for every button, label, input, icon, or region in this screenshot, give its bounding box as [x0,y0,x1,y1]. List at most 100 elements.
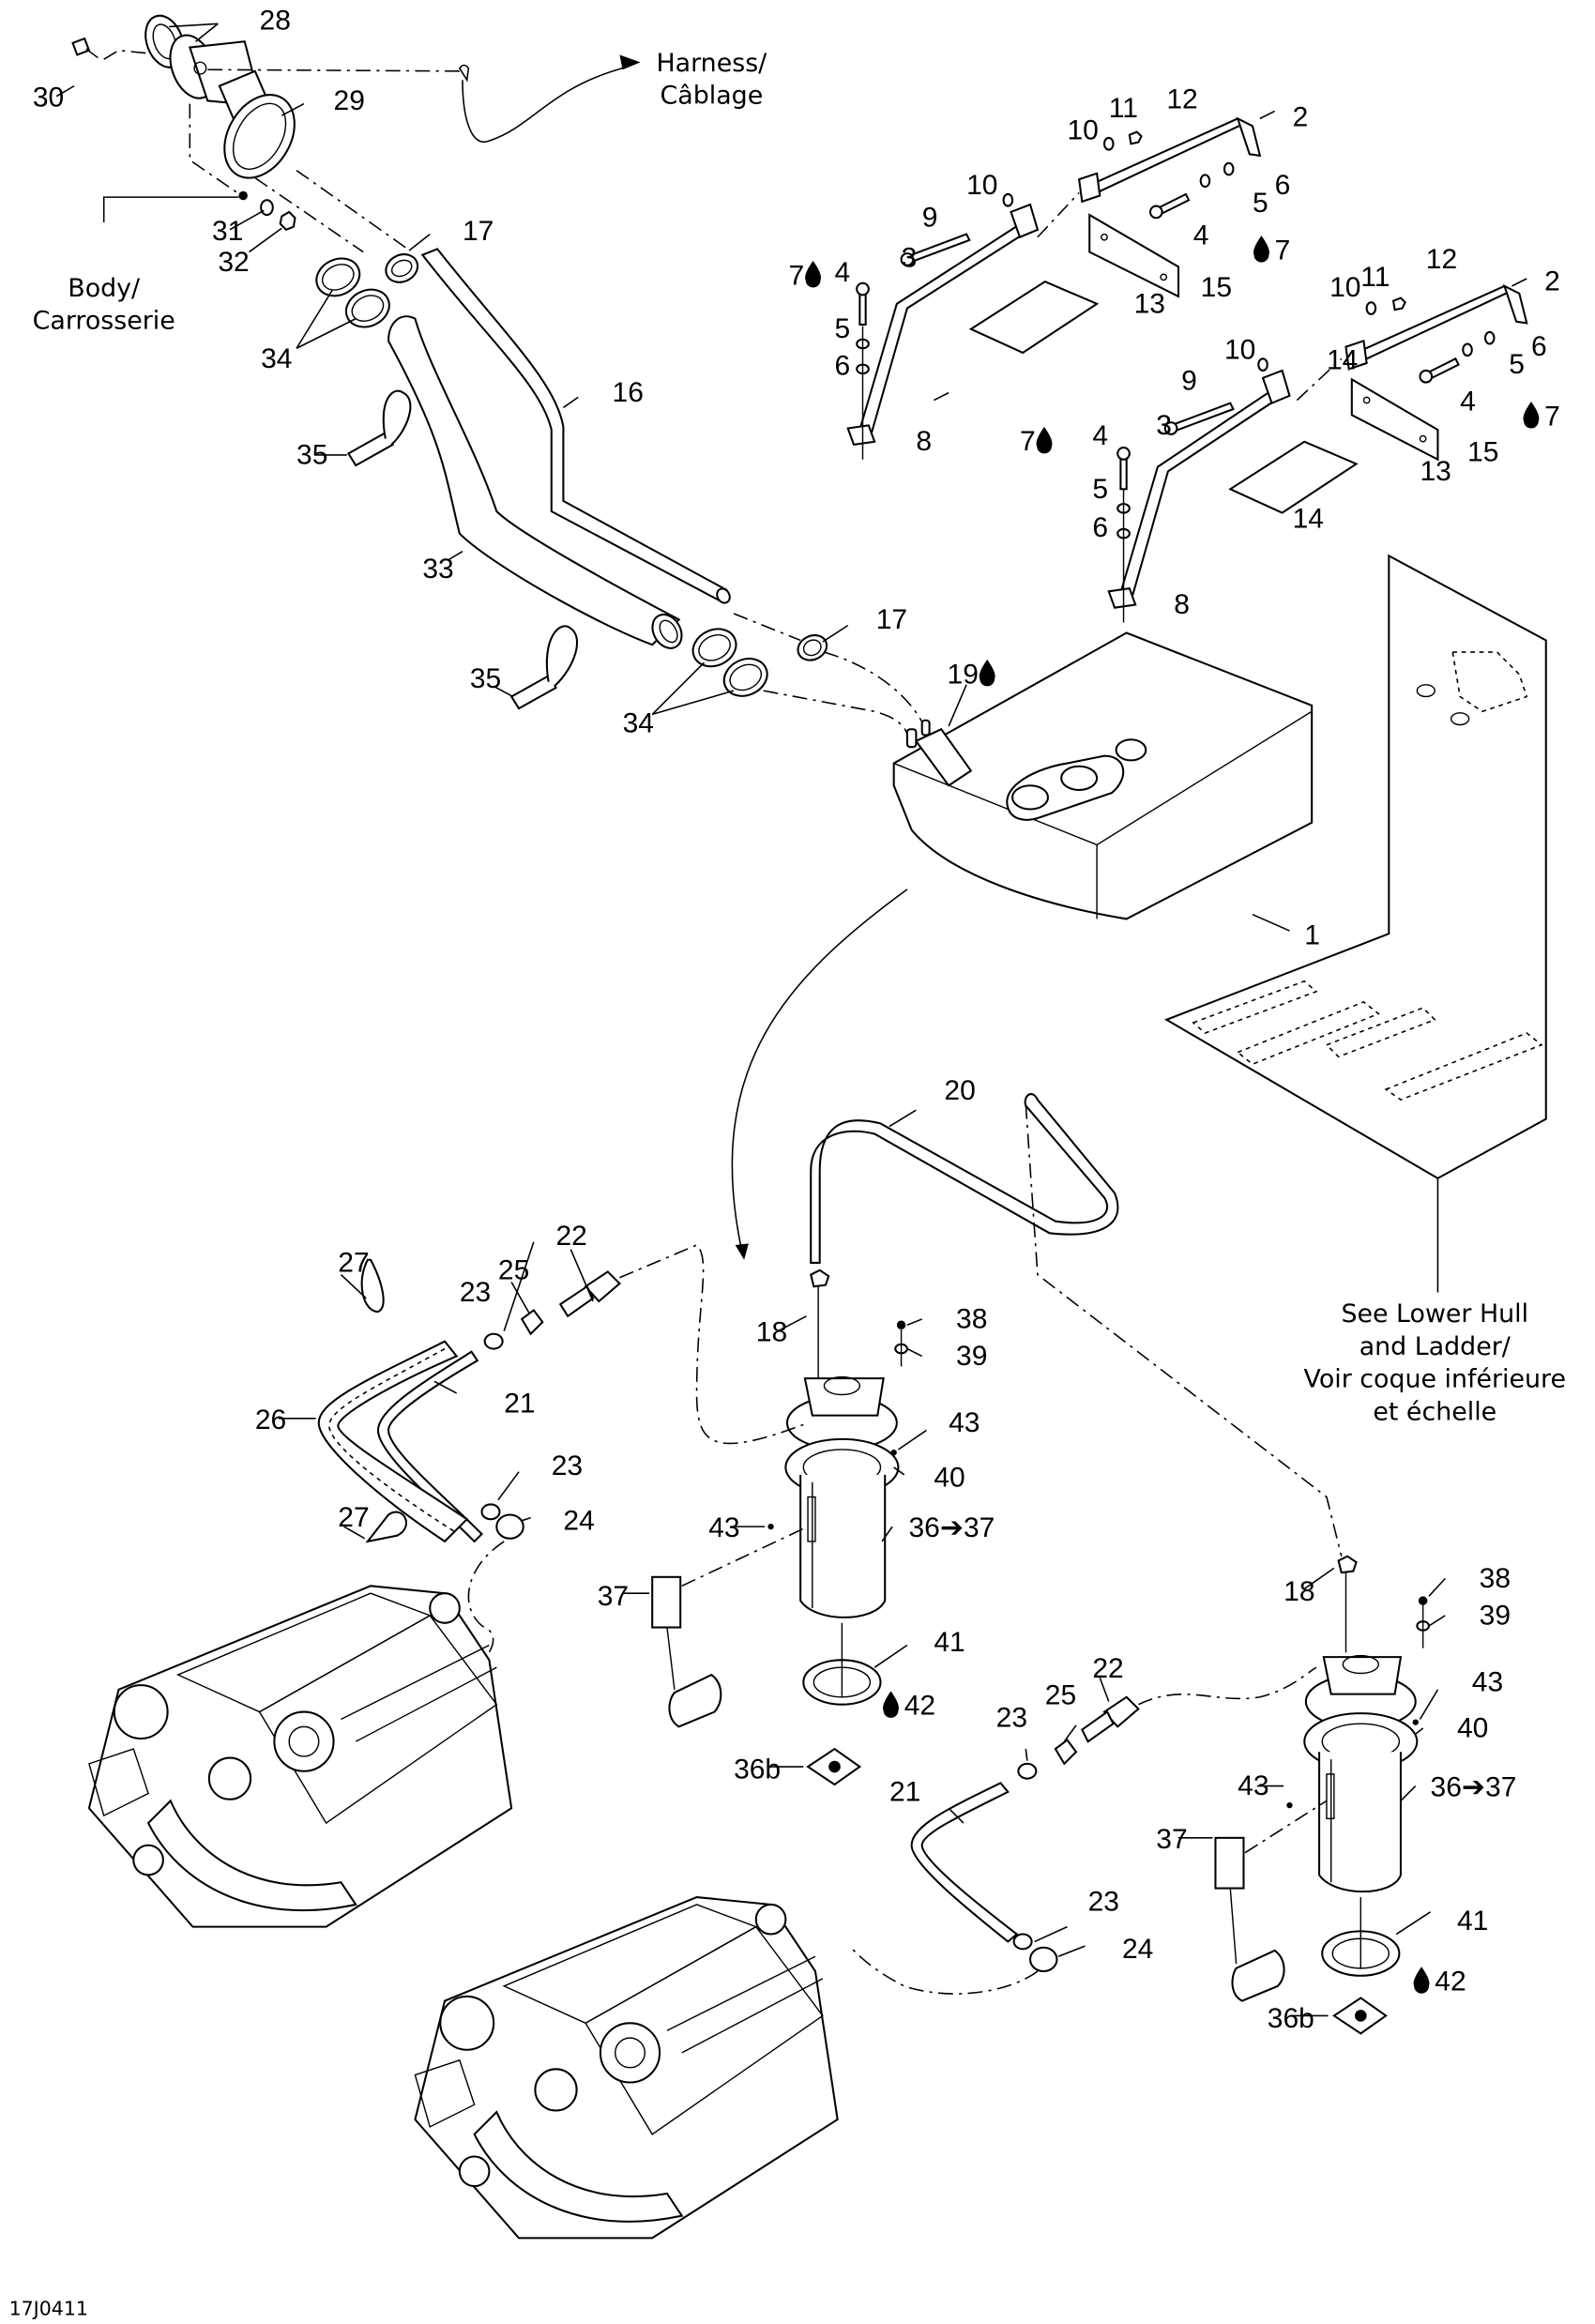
callout-40[interactable]: 40 [934,1462,965,1493]
callout-number[interactable]: 10 [1224,334,1255,365]
callout-20[interactable]: 20 [944,1075,975,1106]
callout-number[interactable]: 15 [1201,272,1232,303]
callout-number[interactable]: 35 [296,439,327,470]
callout-21[interactable]: 21 [889,1776,920,1807]
hose-clamps-lower[interactable] [687,613,928,735]
callout-number[interactable]: 11 [1109,93,1138,124]
callout-number[interactable]: 41 [934,1627,965,1658]
callout-41[interactable]: 41 [1457,1906,1488,1937]
callout-14[interactable]: 14 [1293,503,1324,534]
engine-lower[interactable] [414,1895,839,2240]
callout-39[interactable]: 39 [1480,1600,1511,1631]
callout-number[interactable]: 24 [563,1505,594,1536]
callout-31[interactable]: 31 [212,216,243,247]
callout-number[interactable]: 3 [1156,410,1172,441]
callout-number[interactable]: 16 [613,377,644,408]
callout-16[interactable]: 16 [613,377,644,408]
callout-number[interactable]: 1 [1304,919,1320,950]
gasket-29[interactable] [210,83,309,190]
clamp-34[interactable] [340,282,395,333]
callout-number[interactable]: 6 [834,351,850,382]
callout-42[interactable]: 42 [1413,1967,1466,1997]
callout-8[interactable]: 8 [1174,589,1190,620]
tank-bracket-upper[interactable] [846,116,1262,460]
callout-number[interactable]: 2 [1544,266,1560,297]
lower-hull-note-line4[interactable]: et échelle [1373,1397,1496,1426]
clamp-18[interactable] [1337,1555,1358,1574]
callout-6[interactable]: 6 [1531,331,1547,362]
callout-5[interactable]: 5 [1509,349,1525,380]
callout-number[interactable]: 35 [470,663,501,694]
callout-number[interactable]: 27 [338,1247,369,1278]
callout-38[interactable]: 38 [1480,1563,1511,1594]
callout-number[interactable]: 25 [498,1254,529,1285]
callout-number[interactable]: 33 [422,554,453,585]
clip-25[interactable] [1054,1739,1078,1766]
callout-number[interactable]: 28 [260,6,291,37]
callout-number[interactable]: 4 [1092,420,1108,451]
callout-18[interactable]: 18 [1284,1576,1314,1607]
callout-24[interactable]: 24 [1122,1934,1153,1965]
callout-number[interactable]: 23 [996,1702,1027,1733]
callout-28[interactable]: 28 [260,6,291,37]
callout-number[interactable]: 30 [33,83,64,114]
callout-number[interactable]: 3 [902,242,918,273]
callout-number[interactable]: 26 [255,1405,286,1435]
lower-hull-note-line1[interactable]: See Lower Hull [1341,1299,1528,1329]
callout-10[interactable]: 10 [1329,272,1360,303]
callout-22[interactable]: 22 [556,1221,587,1252]
callout-9[interactable]: 9 [922,203,938,234]
callout-35[interactable]: 35 [296,439,327,470]
callout-number[interactable]: 12 [1166,84,1197,114]
callout-number[interactable]: 5 [834,313,850,344]
engine-upper[interactable] [87,1585,513,1928]
callout-5[interactable]: 5 [1092,474,1108,505]
callout-23[interactable]: 23 [1088,1886,1119,1917]
callout-number[interactable]: 36➔37 [1431,1772,1517,1803]
callout-number[interactable]: 4 [834,257,850,288]
callout-number[interactable]: 37 [598,1581,629,1612]
callout-10[interactable]: 10 [966,170,997,201]
callout-36b[interactable]: 36b [734,1754,781,1785]
callout-number[interactable]: 40 [934,1462,965,1493]
fill-hose-33[interactable] [387,315,681,646]
callout-29[interactable]: 29 [334,85,365,116]
fuel-tank-1[interactable] [892,631,1314,920]
nut-31[interactable] [238,190,248,201]
callout-number[interactable]: 11 [1360,262,1390,293]
callout-number[interactable]: 43 [1472,1666,1503,1697]
callout-number[interactable]: 43 [1238,1770,1268,1801]
fuel-line-right[interactable] [851,1666,1317,1995]
callout-number[interactable]: 6 [1531,331,1547,362]
callout-43[interactable]: 43 [1238,1770,1268,1801]
callout-23[interactable]: 23 [552,1451,583,1481]
callout-4[interactable]: 4 [1193,220,1209,251]
callout-34[interactable]: 34 [261,343,292,374]
callout-4[interactable]: 4 [1460,387,1476,418]
fuel-pump-right[interactable] [1214,1555,1430,2035]
clamp-23[interactable] [1012,1933,1033,1951]
callout-18[interactable]: 18 [756,1317,787,1348]
callout-1[interactable]: 1 [1304,919,1320,950]
callout-40[interactable]: 40 [1457,1712,1488,1743]
callout-number[interactable]: 37 [1156,1824,1187,1855]
callout-13[interactable]: 13 [1134,288,1165,319]
callout-3[interactable]: 3 [1156,410,1172,441]
callout-7[interactable]: 7 [789,260,822,291]
callout-14[interactable]: 14 [1327,344,1358,375]
callout-number[interactable]: 7 [1275,235,1291,266]
callout-number[interactable]: 23 [460,1277,491,1308]
callout-number[interactable]: 5 [1253,188,1268,219]
callout-number[interactable]: 42 [1435,1967,1466,1997]
callout-25[interactable]: 25 [1045,1680,1076,1711]
clamp-17[interactable] [381,250,422,287]
callout-number[interactable]: 21 [504,1388,535,1419]
callout-10[interactable]: 10 [1224,334,1255,365]
callout-number[interactable]: 10 [1329,272,1360,303]
callout-25[interactable]: 25 [498,1254,529,1285]
callout-number[interactable]: 31 [212,216,243,247]
callout-22[interactable]: 22 [1092,1653,1123,1684]
callout-3637[interactable]: 36➔37 [1431,1772,1517,1803]
callout-number[interactable]: 4 [1460,387,1476,418]
level-sender-37[interactable] [651,1575,682,1629]
